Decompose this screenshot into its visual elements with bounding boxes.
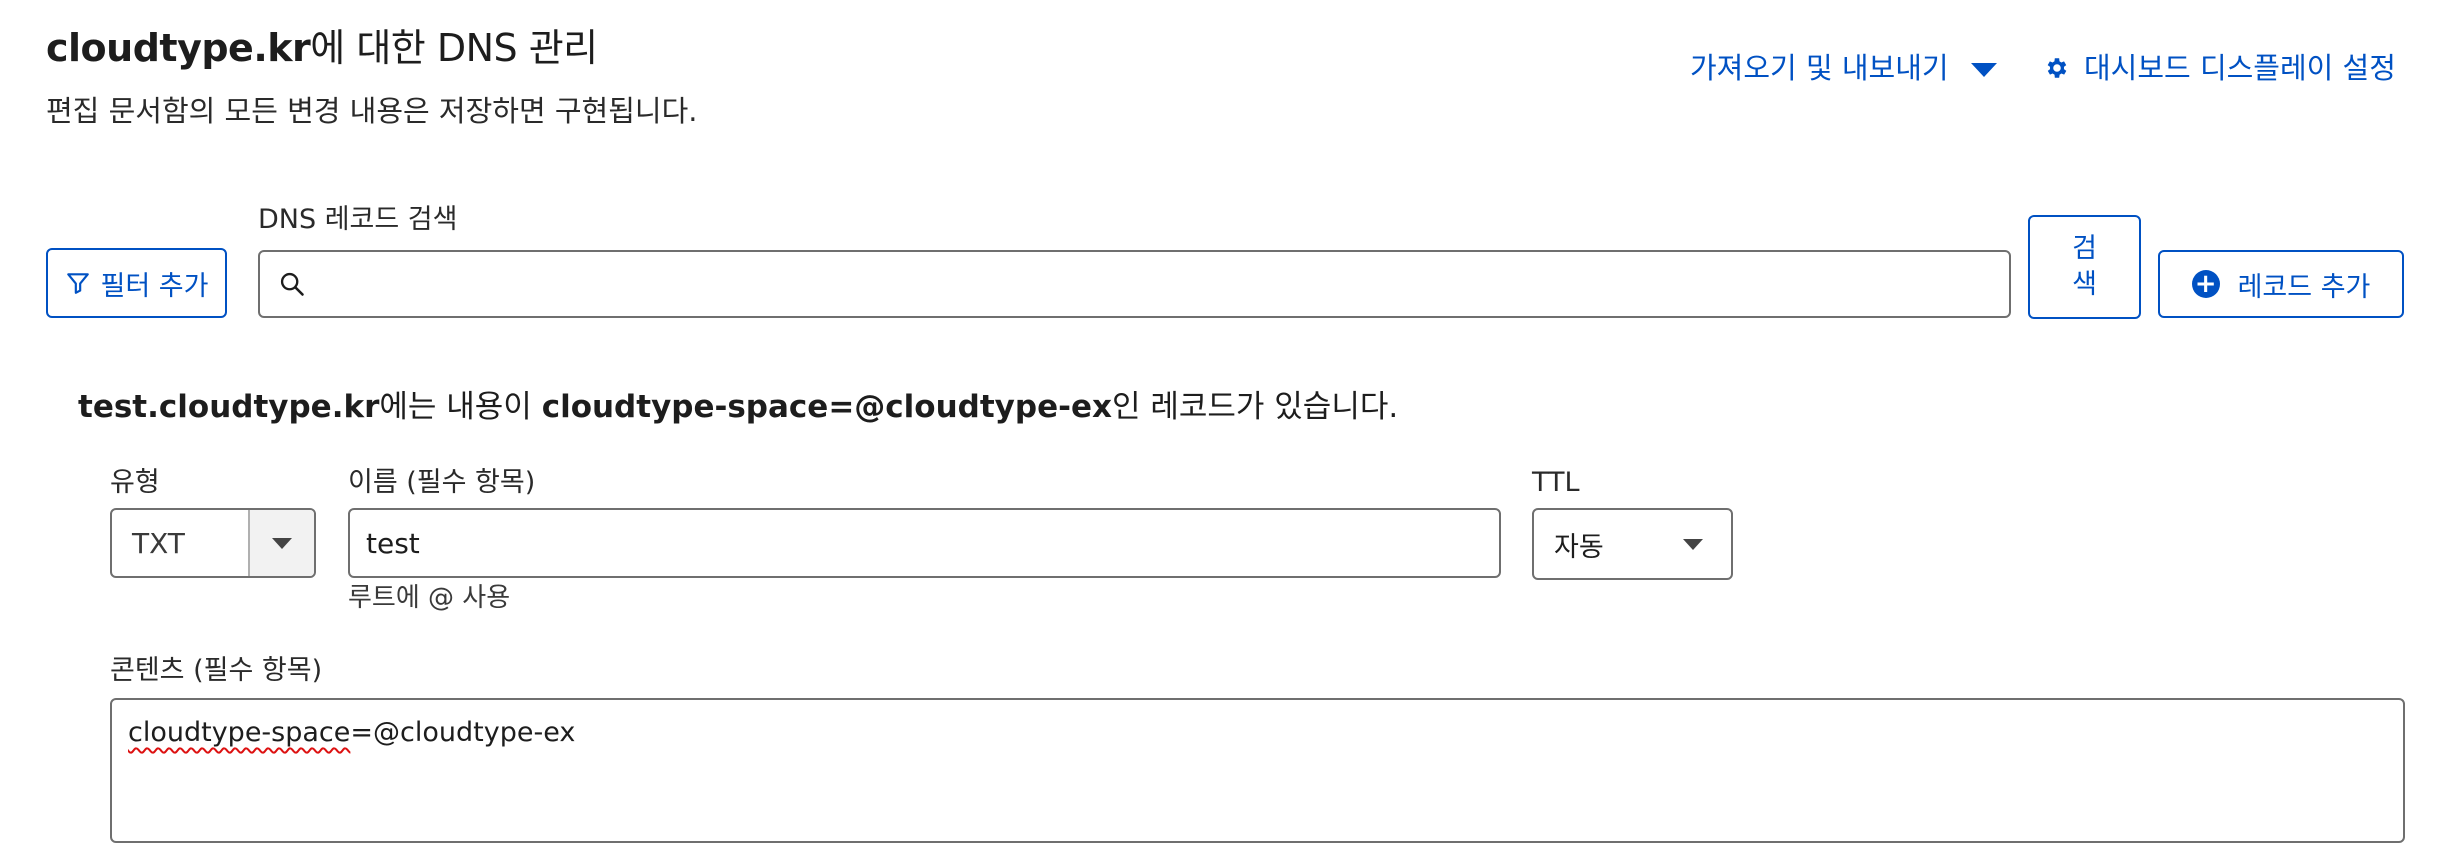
name-field[interactable]: test: [348, 508, 1501, 578]
record-desc-mid: 에는 내용이: [379, 389, 542, 425]
add-filter-button[interactable]: 필터 추가: [46, 248, 227, 318]
add-record-label: 레코드 추가: [2237, 271, 2371, 303]
plus-circle-icon: +: [2191, 270, 2220, 298]
search-icon: [278, 270, 306, 298]
content-value-rest: =@cloudtype-ex: [350, 717, 576, 748]
ttl-value: 자동: [1554, 531, 1604, 563]
record-description: test.cloudtype.kr에는 내용이 cloudtype-space=…: [78, 385, 1398, 429]
search-button[interactable]: 검 색: [2028, 215, 2141, 319]
add-record-button[interactable]: + 레코드 추가: [2158, 250, 2404, 318]
page-title-domain: cloudtype.kr: [46, 26, 311, 70]
search-input[interactable]: [318, 267, 2009, 301]
record-content-bold: cloudtype-space=@cloudtype-ex: [541, 389, 1112, 425]
ttl-select[interactable]: 자동: [1532, 508, 1733, 580]
chevron-down-icon: [1970, 63, 1997, 77]
spellcheck-underlined-text: cloudtype-space: [128, 717, 351, 748]
import-export-label: 가져오기 및 내보내기: [1690, 51, 1949, 85]
type-value: TXT: [132, 526, 185, 560]
type-dropdown-toggle[interactable]: [248, 510, 314, 576]
ttl-label: TTL: [1532, 467, 1580, 498]
import-export-menu[interactable]: 가져오기 및 내보내기: [1690, 48, 1997, 88]
gear-icon: [2044, 55, 2070, 81]
record-desc-tail: 인 레코드가 있습니다.: [1111, 389, 1399, 425]
content-textarea[interactable]: cloudtype-space=@cloudtype-ex: [110, 698, 2405, 843]
content-label: 콘텐츠 (필수 항목): [110, 655, 323, 686]
dns-record-search-field[interactable]: [258, 250, 2011, 318]
dashboard-display-settings-link[interactable]: 대시보드 디스플레이 설정: [2044, 48, 2396, 88]
name-hint: 루트에 @ 사용: [348, 583, 511, 613]
page-title-suffix: 에 대한 DNS 관리: [310, 26, 598, 70]
type-label: 유형: [110, 467, 160, 498]
triangle-down-icon: [1683, 538, 1703, 550]
page-subtitle: 편집 문서함의 모든 변경 내용은 저장하면 구현됩니다.: [46, 94, 698, 128]
search-label: DNS 레코드 검색: [258, 204, 458, 235]
search-button-label-line1: 검: [2072, 233, 2097, 264]
add-filter-label: 필터 추가: [100, 270, 209, 302]
page-title: cloudtype.kr에 대한 DNS 관리: [46, 20, 598, 76]
record-name-bold: test.cloudtype.kr: [78, 389, 380, 425]
dashboard-settings-label: 대시보드 디스플레이 설정: [2084, 51, 2396, 85]
type-select[interactable]: TXT: [110, 508, 316, 578]
name-label: 이름 (필수 항목): [348, 467, 536, 498]
search-button-label-line2: 색: [2072, 269, 2097, 300]
funnel-icon: [65, 270, 101, 296]
triangle-down-icon: [272, 537, 292, 549]
